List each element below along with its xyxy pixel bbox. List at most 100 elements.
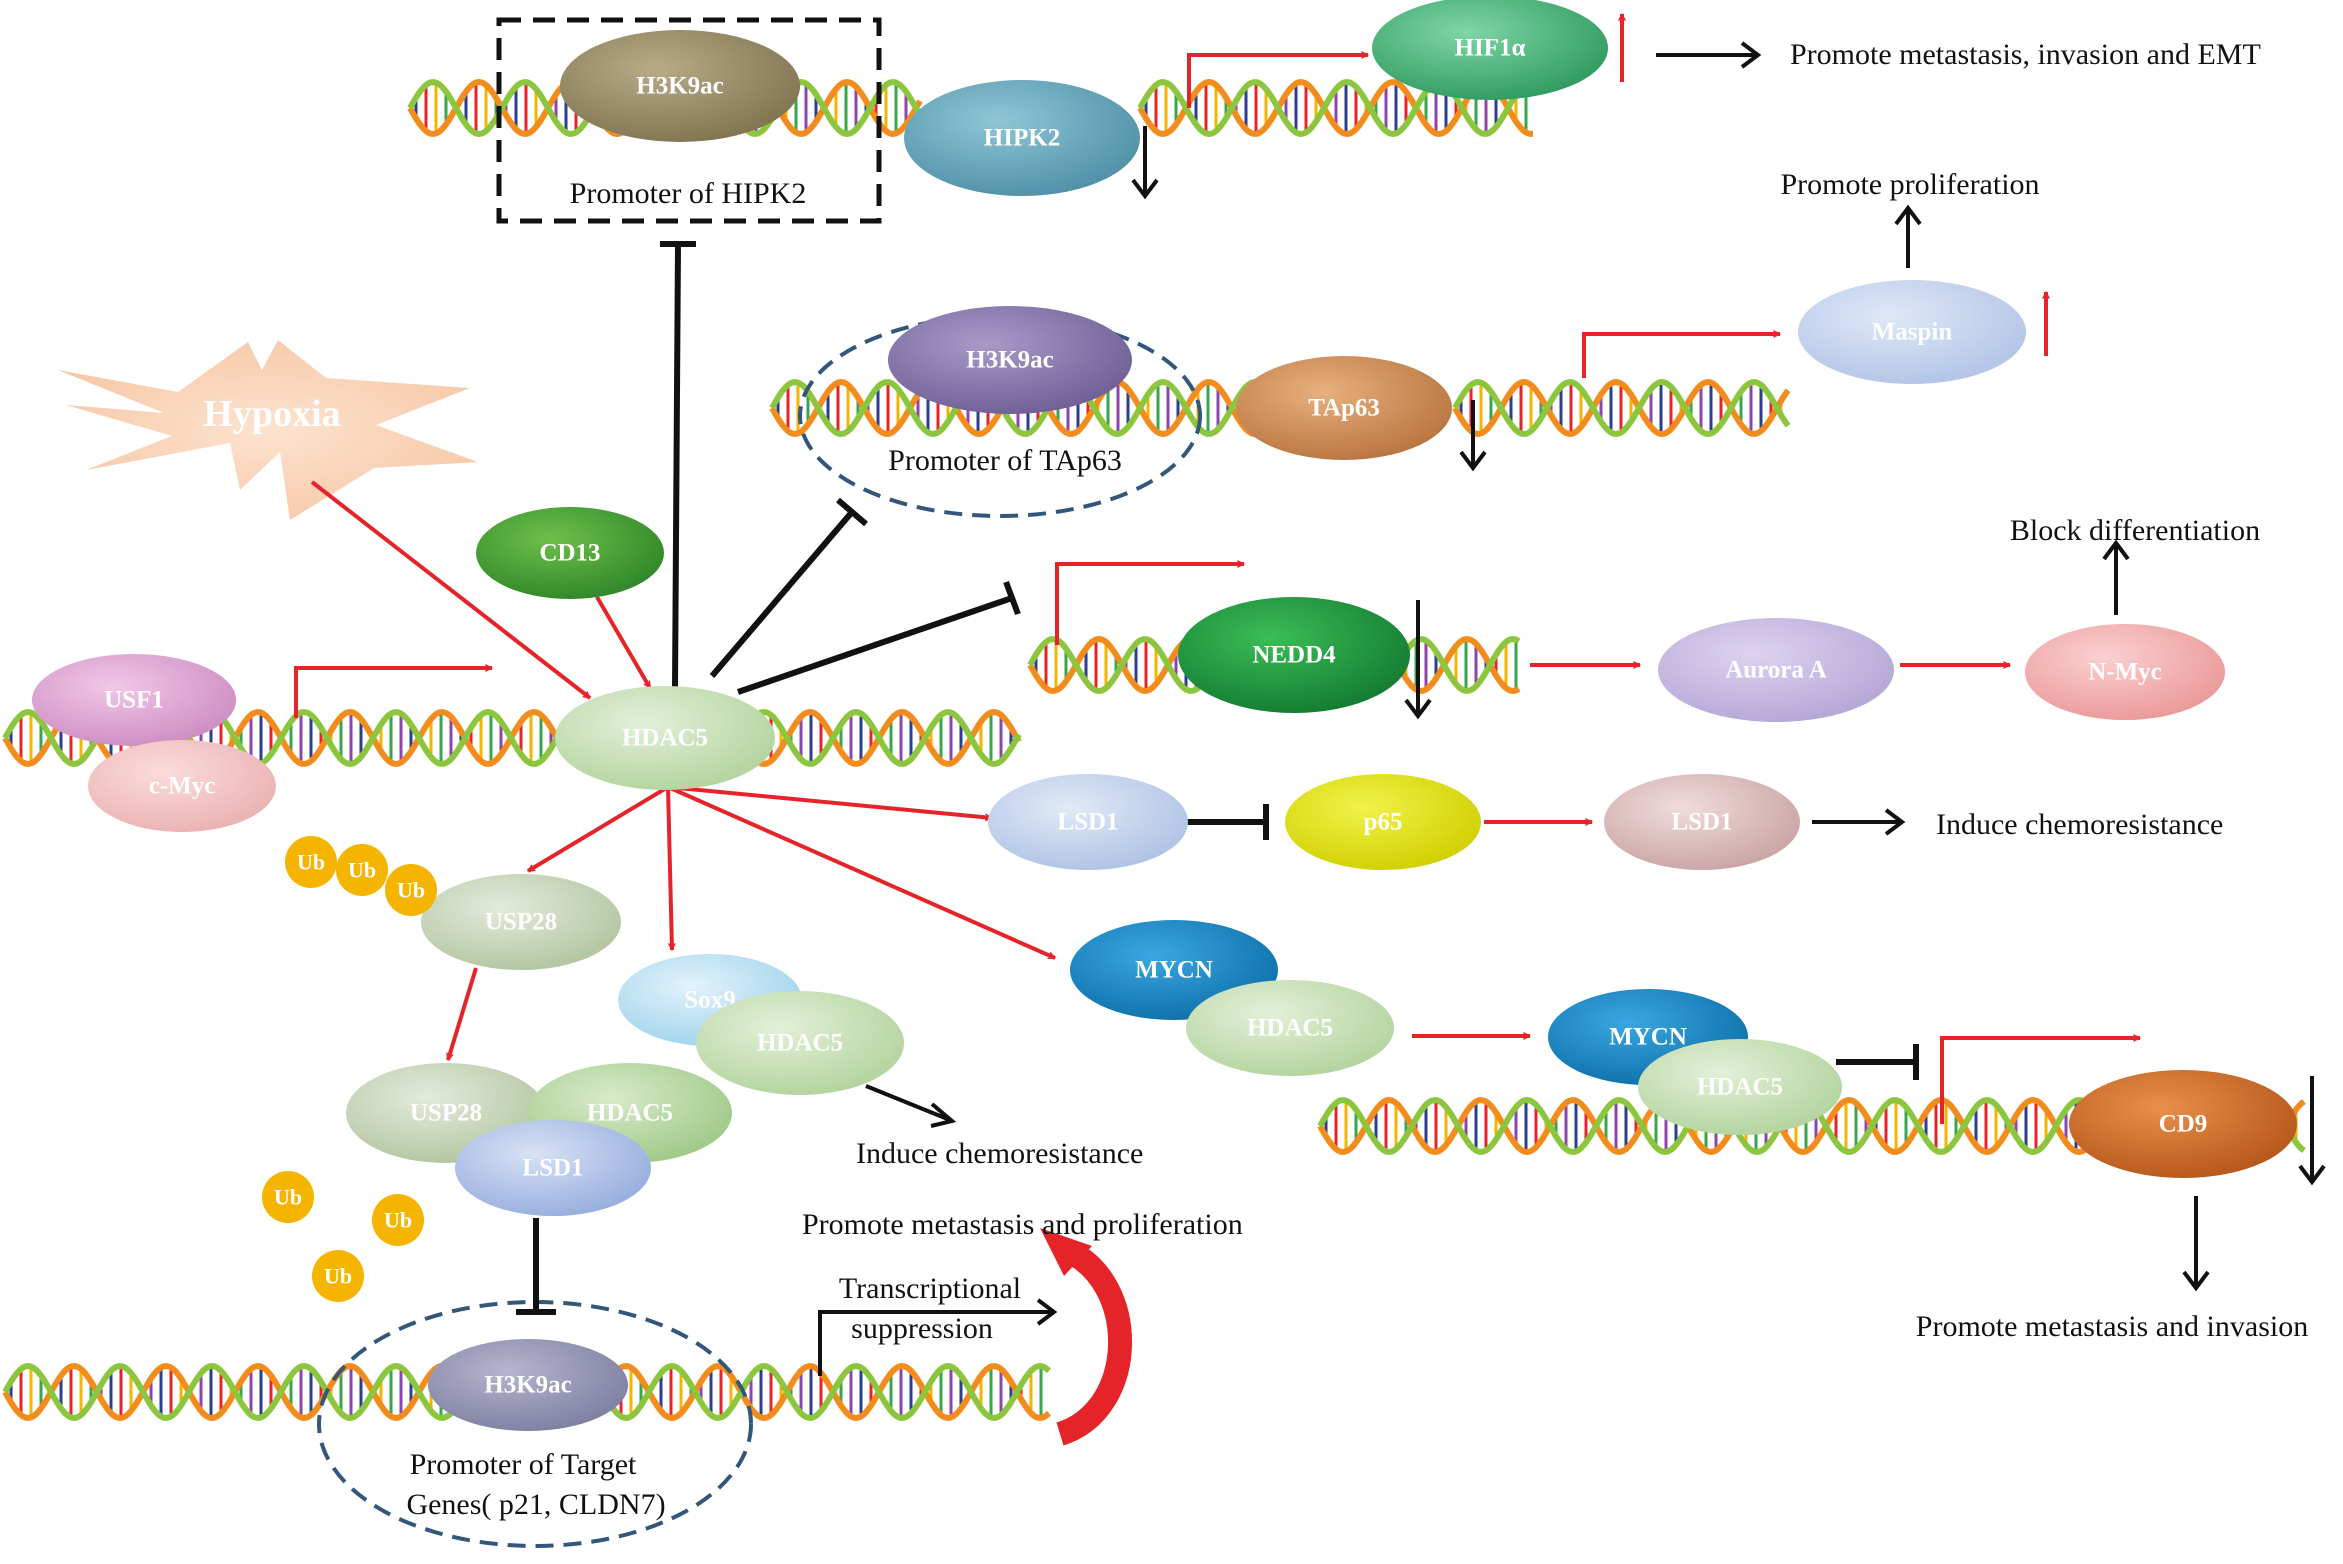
ubiquitin-6: Ub <box>312 1250 364 1302</box>
svg-text:HIF1α: HIF1α <box>1455 35 1526 62</box>
svg-text:H3K9ac: H3K9ac <box>484 1372 572 1399</box>
metastasis-curved-arrowhead <box>1040 1228 1092 1276</box>
black-outcome-arrows <box>818 41 2326 1376</box>
usp28-to-complex-arrow <box>446 967 478 1060</box>
svg-text:Ub: Ub <box>384 1208 412 1233</box>
svg-text:MYCN: MYCN <box>1609 1024 1687 1051</box>
svg-text:H3K9ac: H3K9ac <box>966 347 1054 374</box>
hdac5-to-mycn-arrow <box>667 785 1055 960</box>
sox9-to-outcome-arrowhead <box>930 1102 957 1128</box>
svg-text:p65: p65 <box>1364 809 1403 836</box>
promoter-hipk2-box <box>496 17 882 224</box>
hdac5-inhibits-tap63-promoter <box>709 510 855 678</box>
tap63-down-arrowhead <box>1459 450 1487 472</box>
node-maspin: Maspin <box>1798 280 2026 384</box>
ubiquitin-3: Ub <box>385 864 437 916</box>
caption-promoter-hipk2: Promoter of HIPK2 <box>570 177 807 210</box>
ubiquitin-5: Ub <box>372 1194 424 1246</box>
dna-tap63-right <box>1452 378 1791 438</box>
svg-text:HDAC5: HDAC5 <box>1697 1074 1783 1101</box>
usf1-to-hdac5-promoter-arrow <box>294 668 492 718</box>
nmyc-to-outcome-arrowhead <box>2102 539 2130 561</box>
node-p65: p65 <box>1285 774 1481 870</box>
caption-transcriptional-1: Transcriptional <box>839 1272 1021 1305</box>
hdac5-inhibits-tap63-promoter-bar <box>836 497 868 527</box>
node-hdac5-center: HDAC5 <box>555 686 775 790</box>
node-tap63: TAp63 <box>1236 356 1452 460</box>
svg-text:Ub: Ub <box>324 1264 352 1289</box>
node-h3k9ac-tap63: H3K9ac <box>888 306 1132 414</box>
tap63-to-maspin-arrow <box>1582 334 1780 378</box>
svg-text:Ub: Ub <box>274 1185 302 1210</box>
hdac5-inhibits-nedd4-bar <box>1003 580 1021 616</box>
hdac5-inhibits-hipk2-promoter <box>672 243 681 689</box>
promoter-target-outline <box>317 1300 753 1548</box>
svg-text:HDAC5: HDAC5 <box>622 725 708 752</box>
cd9-down-arrowhead <box>2298 1164 2326 1186</box>
node-usf1: USF1 <box>32 654 236 746</box>
ubiquitin-2: Ub <box>336 844 388 896</box>
svg-text:Ub: Ub <box>348 858 376 883</box>
node-hipk2: HIPK2 <box>904 80 1140 196</box>
nedd4-promoter-arrow <box>1055 564 1244 645</box>
hypoxia-to-hdac5-arrow <box>310 480 592 700</box>
promoter-tap63-outline <box>798 314 1202 518</box>
svg-text:HDAC5: HDAC5 <box>757 1030 843 1057</box>
hipk2-down-arrowhead <box>1131 178 1159 200</box>
caption-induce-chemoresistance-sox9: Induce chemoresistance <box>856 1137 1143 1170</box>
svg-text:USF1: USF1 <box>104 687 164 714</box>
hipk2-to-hif1a-arrow <box>1187 55 1368 108</box>
caption-block-differentiation: Block differentiation <box>2010 514 2260 547</box>
svg-text:LSD1: LSD1 <box>1671 809 1732 836</box>
svg-text:Aurora A: Aurora A <box>1725 657 1827 684</box>
activation-arrows <box>294 14 2140 1124</box>
svg-text:Ub: Ub <box>297 850 325 875</box>
ubiquitin-4: Ub <box>262 1171 314 1223</box>
caption-promoter-target-2: Genes( p21, CLDN7) <box>406 1488 665 1521</box>
node-cd9: CD9 <box>2069 1070 2297 1178</box>
node-lsd1-a: LSD1 <box>988 774 1188 870</box>
inhibition-lines <box>516 241 1919 1315</box>
caption-promote-metastasis-emt: Promote metastasis, invasion and EMT <box>1790 38 2261 71</box>
cd9-to-outcome-arrowhead <box>2182 1270 2210 1292</box>
hif1a-to-outcome-arrowhead <box>1740 41 1762 69</box>
svg-text:HDAC5: HDAC5 <box>587 1100 673 1127</box>
ubiquitin-1: Ub <box>285 836 337 888</box>
svg-text:HIPK2: HIPK2 <box>984 125 1060 152</box>
lsd1-to-outcome-arrowhead <box>1884 808 1906 836</box>
transcription-arrowhead <box>1036 1298 1058 1326</box>
ubiquitin-top-cluster: Ub Ub Ub <box>285 836 437 916</box>
caption-promoter-tap63: Promoter of TAp63 <box>888 444 1122 477</box>
cd9-promoter-arrow <box>1940 1038 2140 1124</box>
caption-induce-chemoresistance-lsd1: Induce chemoresistance <box>1936 808 2223 841</box>
svg-text:HDAC5: HDAC5 <box>1247 1015 1333 1042</box>
svg-text:LSD1: LSD1 <box>1057 809 1118 836</box>
maspin-to-outcome-arrowhead <box>1894 204 1922 226</box>
svg-text:NEDD4: NEDD4 <box>1252 642 1336 669</box>
node-h3k9ac-target: H3K9ac <box>428 1339 628 1431</box>
transcription-arrow <box>818 1310 1052 1376</box>
svg-text:Ub: Ub <box>397 878 425 903</box>
node-h3k9ac-hipk2: H3K9ac <box>560 30 800 142</box>
node-usp28-top: USP28 <box>421 874 621 970</box>
svg-text:CD13: CD13 <box>539 540 600 567</box>
svg-text:LSD1: LSD1 <box>522 1155 583 1182</box>
caption-promote-metastasis-proliferation: Promote metastasis and proliferation <box>802 1208 1243 1241</box>
hypoxia-label: Hypoxia <box>203 393 340 435</box>
node-hdac5-mycn-b: HDAC5 <box>1638 1039 1842 1135</box>
hdac5-to-lsd1-arrow <box>667 785 992 818</box>
node-hdac5-sox9: HDAC5 <box>696 991 904 1095</box>
caption-transcriptional-2: suppression <box>851 1312 993 1345</box>
node-hif1a: HIF1α <box>1372 0 1608 100</box>
caption-promote-proliferation: Promote proliferation <box>1780 168 2039 201</box>
node-cd13: CD13 <box>476 507 664 599</box>
svg-text:CD9: CD9 <box>2159 1111 2208 1138</box>
node-c-myc: c-Myc <box>88 740 276 832</box>
caption-promote-metastasis-invasion: Promote metastasis and invasion <box>1916 1310 2308 1343</box>
svg-text:TAp63: TAp63 <box>1308 395 1380 422</box>
metastasis-curved-arrow <box>1055 1238 1132 1446</box>
nedd4-down-arrowhead <box>1404 698 1432 720</box>
node-nedd4: NEDD4 <box>1178 597 1410 713</box>
hdac5-inhibits-nedd4 <box>737 595 1013 695</box>
